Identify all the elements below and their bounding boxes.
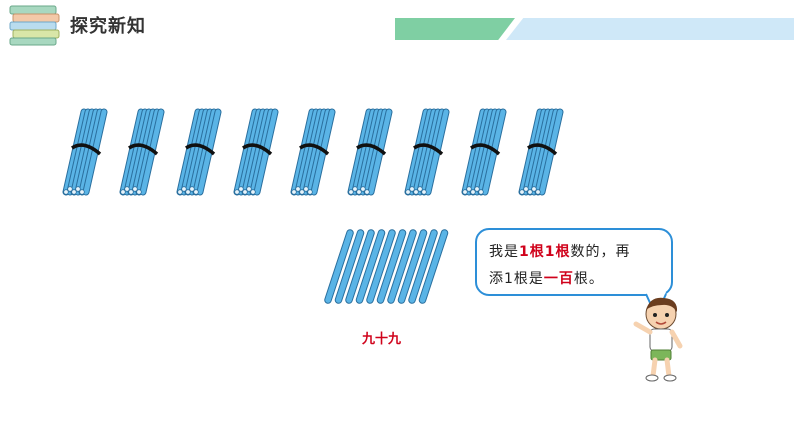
stick-bundle (461, 108, 507, 196)
speech-text: 我是 (489, 244, 519, 260)
stick-bundle (518, 108, 564, 196)
single-stick (366, 229, 396, 304)
stick-bundle (176, 108, 222, 196)
single-stick (334, 229, 365, 304)
single-stick (324, 229, 354, 304)
boy-character-icon (633, 297, 683, 382)
speech-text: 添1根是 (489, 271, 544, 287)
single-stick (345, 229, 375, 304)
stick-bundles-group (62, 108, 564, 196)
stick-bundle (404, 108, 450, 196)
stick-bundle (233, 108, 279, 196)
loose-sticks-group (324, 229, 449, 304)
speech-highlight: 1根1根 (519, 244, 571, 260)
stick-bundle (347, 108, 393, 196)
speech-bubble: 我是1根1根数的，再 添1根是一百根。 (475, 228, 673, 296)
speech-line-2: 添1根是一百根。 (489, 266, 659, 293)
speech-text: 数的，再 (570, 244, 631, 260)
stick-bundle (62, 108, 108, 196)
stick-bundle (290, 108, 336, 196)
single-stick (387, 229, 417, 304)
speech-text: 根。 (573, 271, 604, 287)
header-accent-blue (506, 18, 794, 40)
single-stick (408, 229, 438, 304)
single-stick (355, 229, 386, 304)
stacked-books-icon (9, 5, 60, 46)
single-stick (397, 229, 428, 304)
speech-line-1: 我是1根1根数的，再 (489, 239, 659, 266)
header-accent-green (395, 18, 515, 40)
page-title: 探究新知 (70, 16, 146, 37)
count-caption: 九十九 (362, 332, 402, 347)
single-stick (418, 229, 449, 304)
single-stick (376, 229, 407, 304)
header-bar: 探究新知 (0, 0, 794, 50)
speech-highlight: 一百 (543, 271, 574, 287)
stick-bundle (119, 108, 165, 196)
